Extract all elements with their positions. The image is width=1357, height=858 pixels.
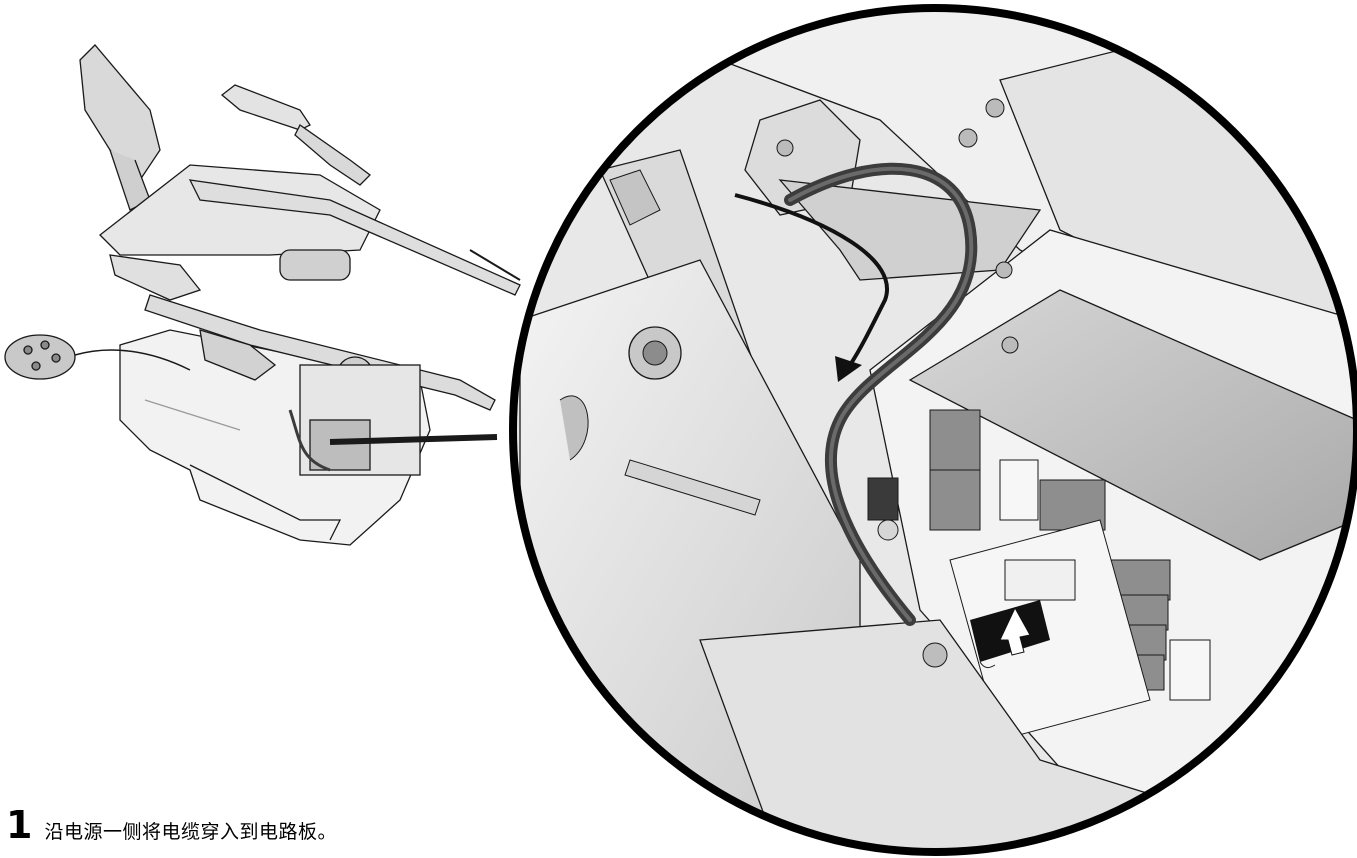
callout-line-bottom (329, 434, 498, 445)
detail-magnified-view (513, 8, 1357, 852)
step-text: 沿电源一侧将电缆穿入到电路板。 (44, 821, 337, 843)
callout-line-top (469, 249, 521, 281)
instruction-step: 1 沿电源一侧将电缆穿入到电路板。 (6, 806, 337, 844)
step-number: 1 (6, 803, 33, 847)
chair-overview (4, 44, 521, 546)
detail-circle-border (509, 4, 1357, 856)
